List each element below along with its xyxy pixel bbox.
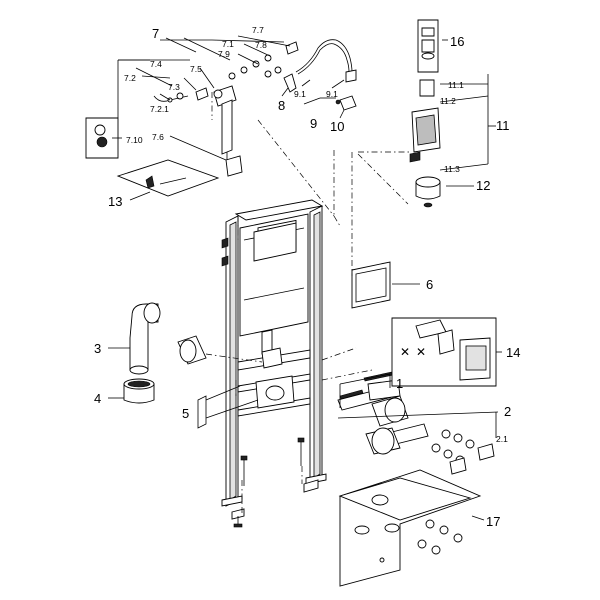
label-7-5: 7.5 xyxy=(190,64,202,74)
label-7-2-1: 7.2.1 xyxy=(150,104,169,114)
label-5: 5 xyxy=(182,406,189,421)
access-box-part xyxy=(351,261,391,309)
label-2: 2 xyxy=(504,404,511,419)
label-7: 7 xyxy=(152,26,159,41)
label-3: 3 xyxy=(94,341,101,356)
label-7-9: 7.9 xyxy=(218,49,230,59)
label-7-4: 7.4 xyxy=(150,59,162,69)
svg-text:✕: ✕ xyxy=(416,345,426,359)
label-11-3: 11.3 xyxy=(444,164,460,174)
fill-valve-cluster xyxy=(153,41,299,177)
label-7-1: 7.1 xyxy=(222,39,234,49)
label-8: 8 xyxy=(278,98,285,113)
label-9-1-a: 9.1 xyxy=(294,89,306,99)
supply-hose-parts xyxy=(283,39,357,111)
label-14: 14 xyxy=(506,345,520,360)
svg-text:✕: ✕ xyxy=(400,345,410,359)
label-17: 17 xyxy=(486,514,500,529)
label-11-1: 11.1 xyxy=(448,80,464,90)
label-7-2: 7.2 xyxy=(124,73,136,83)
label-11-2: 11.2 xyxy=(440,96,456,106)
label-1: 1 xyxy=(396,376,403,391)
label-12: 12 xyxy=(476,178,490,193)
flush-bend-part xyxy=(129,302,207,375)
label-6: 6 xyxy=(426,277,433,292)
actuator-plate-inset: ✕ ✕ xyxy=(391,317,497,387)
part-7-10-inset xyxy=(85,117,119,159)
label-7-7: 7.7 xyxy=(252,25,264,35)
installation-frame xyxy=(221,199,327,507)
label-16: 16 xyxy=(450,34,464,49)
callout-labels: 7 7.7 7.1 7.8 7.9 7.4 7.5 7.2 7.3 7.2.1 … xyxy=(94,25,520,529)
label-13: 13 xyxy=(108,194,122,209)
flush-valve-parts xyxy=(409,19,441,208)
label-10: 10 xyxy=(330,119,344,134)
part-13-kit xyxy=(116,159,220,197)
label-7-6: 7.6 xyxy=(152,132,164,142)
label-11: 11 xyxy=(496,118,510,133)
label-7-10: 7.10 xyxy=(126,135,143,145)
label-4: 4 xyxy=(94,391,101,406)
label-2-1: 2.1 xyxy=(496,434,508,444)
insulation-mat-part xyxy=(338,469,482,587)
fixing-washers-2 xyxy=(431,429,495,475)
pipe-sleeve-part xyxy=(123,378,155,404)
leader-lines xyxy=(108,35,502,521)
label-7-8: 7.8 xyxy=(255,40,267,50)
label-7-3: 7.3 xyxy=(168,82,180,92)
label-9-1-b: 9.1 xyxy=(326,89,338,99)
anchor-bolts xyxy=(231,437,319,528)
label-9: 9 xyxy=(310,116,317,131)
assembly-centerlines xyxy=(205,92,412,514)
